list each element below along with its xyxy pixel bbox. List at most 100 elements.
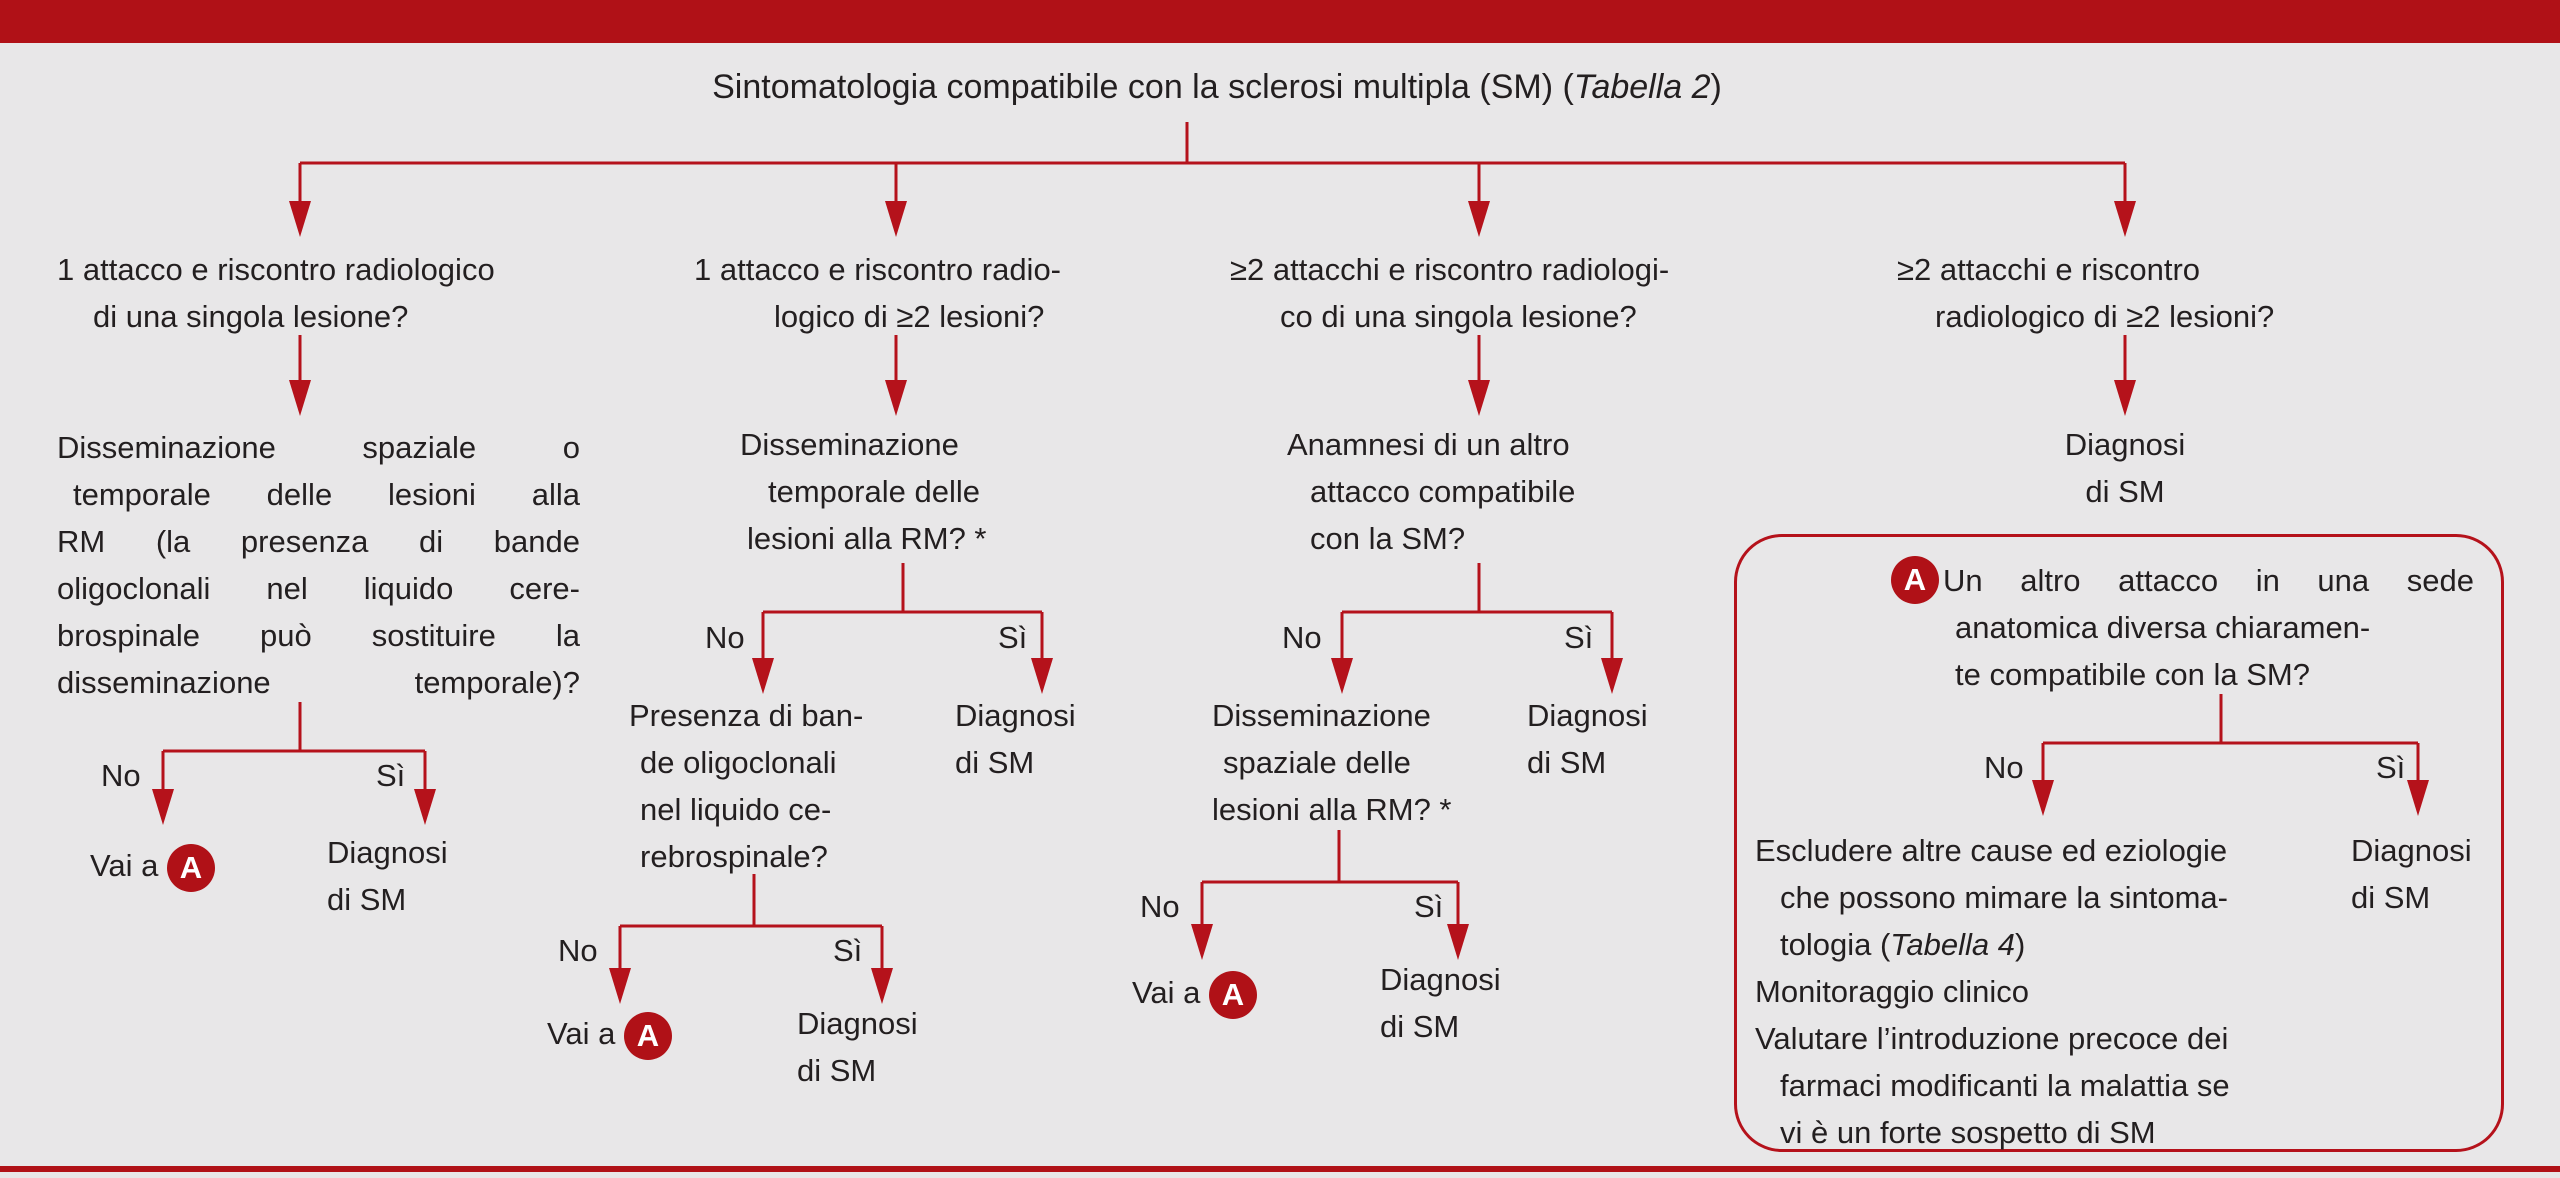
box-a-badge-icon: A bbox=[1891, 556, 1939, 604]
badge-a-icon: A bbox=[623, 1011, 672, 1060]
arrow-head-icon bbox=[1468, 380, 1490, 416]
arrow-head-icon bbox=[289, 380, 311, 416]
root-text: Sintomatologia compatibile con la sclero… bbox=[712, 68, 1574, 106]
arrow-head-icon bbox=[2114, 380, 2136, 416]
action-text: tologia ( bbox=[1780, 927, 1891, 962]
arrow-head-icon bbox=[1601, 658, 1623, 694]
node-line: Diagnosi bbox=[2351, 833, 2472, 868]
col2-no-label: No bbox=[705, 620, 745, 655]
node-line: di SM bbox=[1380, 1009, 1460, 1044]
node-line: temporale delle bbox=[768, 474, 980, 509]
col4-diagnosis: Diagnosi di SM bbox=[2025, 421, 2225, 515]
node-line: oligoclonali nel liquido cere- bbox=[57, 571, 580, 606]
node-line: di SM bbox=[797, 1053, 877, 1088]
node-line: Diagnosi bbox=[1380, 962, 1501, 997]
col3-question: Anamnesi di un altro attacco compatibile… bbox=[1287, 421, 1575, 562]
table-reference: Tabella 4 bbox=[1890, 927, 2015, 962]
col3-sub-no-label: No bbox=[1140, 889, 1180, 924]
root-node: Sintomatologia compatibile con la sclero… bbox=[0, 68, 2434, 107]
col3-sub-yes-label: Sì bbox=[1414, 889, 1444, 924]
arrow-head-icon bbox=[1191, 924, 1213, 960]
node-line: di SM bbox=[327, 882, 407, 917]
node-line: di SM bbox=[2085, 474, 2165, 509]
box-a-question: Un altro attacco in una sede bbox=[1943, 557, 2474, 604]
action-line: Monitoraggio clinico bbox=[1755, 974, 2029, 1009]
col1-question: Disseminazione spaziale o temporale dell… bbox=[57, 424, 580, 706]
node-line: Disseminazione bbox=[740, 427, 959, 462]
action-text: ) bbox=[2014, 927, 2026, 962]
node-line: Disseminazione spaziale o bbox=[57, 430, 580, 465]
col1-goto-a[interactable]: Vai a A bbox=[90, 842, 215, 892]
node-line: radiologico di ≥2 lesioni? bbox=[1935, 299, 2275, 334]
col3-diagnosis: Diagnosi di SM bbox=[1527, 692, 1648, 786]
box-a-actions: Escludere altre cause ed eziologie che p… bbox=[1755, 827, 2230, 1156]
node-line: RM (la presenza di bande bbox=[57, 524, 580, 559]
arrow-head-icon bbox=[289, 201, 311, 237]
node-line: Disseminazione bbox=[1212, 698, 1431, 733]
node-line: 1 attacco e riscontro radio- bbox=[694, 252, 1062, 287]
arrow-head-icon bbox=[871, 968, 893, 1004]
box-a-diagnosis: Diagnosi di SM bbox=[2351, 827, 2472, 921]
node-line: co di una singola lesione? bbox=[1280, 299, 1637, 334]
col2-sub-diagnosis: Diagnosi di SM bbox=[797, 1000, 918, 1094]
node-1-attack-multi-lesion: 1 attacco e riscontro radio- logico di ≥… bbox=[694, 246, 1061, 340]
arrow-head-icon bbox=[1331, 658, 1353, 694]
node-line: brospinale può sostituire la bbox=[57, 618, 580, 653]
node-line: lesioni alla RM? * bbox=[747, 521, 987, 556]
box-a-yes-label: Sì bbox=[2376, 750, 2406, 785]
node-line: Diagnosi bbox=[955, 698, 1076, 733]
col3-goto-a[interactable]: Vai a A bbox=[1132, 969, 1257, 1019]
node-line: anatomica diversa chiaramen- bbox=[1955, 610, 2371, 645]
node-line: Presenza di ban- bbox=[629, 698, 864, 733]
action-line: vi è un forte sospetto di SM bbox=[1780, 1115, 2156, 1150]
arrow-head-icon bbox=[609, 968, 631, 1004]
arrow-head-icon bbox=[1031, 658, 1053, 694]
col2-goto-a[interactable]: Vai a A bbox=[547, 1010, 672, 1060]
col3-no-label: No bbox=[1282, 620, 1322, 655]
arrow-head-icon bbox=[752, 658, 774, 694]
node-line: nel liquido ce- bbox=[640, 792, 832, 827]
node-line: de oligoclonali bbox=[640, 745, 837, 780]
node-line: logico di ≥2 lesioni? bbox=[774, 299, 1045, 334]
node-line: lesioni alla RM? * bbox=[1212, 792, 1452, 827]
node-line: spaziale delle bbox=[1223, 745, 1411, 780]
badge-a-icon: A bbox=[166, 843, 215, 892]
col1-no-label: No bbox=[101, 758, 141, 793]
goto-label: Vai a bbox=[90, 848, 159, 883]
footer-rule bbox=[0, 1166, 2560, 1172]
node-line: di SM bbox=[955, 745, 1035, 780]
action-line: che possono mimare la sintoma- bbox=[1780, 880, 2228, 915]
col3-sub-question: Disseminazione spaziale delle lesioni al… bbox=[1212, 692, 1452, 833]
node-line: Diagnosi bbox=[2064, 427, 2186, 462]
arrow-head-icon bbox=[152, 789, 174, 825]
arrow-head-icon bbox=[1447, 924, 1469, 960]
col2-sub-no-label: No bbox=[558, 933, 598, 968]
node-line: attacco compatibile bbox=[1310, 474, 1576, 509]
node-line: con la SM? bbox=[1310, 521, 1466, 556]
node-line: ≥2 attacchi e riscontro radiologi- bbox=[1230, 252, 1670, 287]
root-text-close: ) bbox=[1710, 68, 1722, 106]
goto-label: Vai a bbox=[1132, 975, 1201, 1010]
action-line: tologia (Tabella 4) bbox=[1780, 921, 2230, 968]
col2-question: Disseminazione temporale delle lesioni a… bbox=[740, 421, 987, 562]
action-line: Escludere altre cause ed eziologie bbox=[1755, 833, 2228, 868]
node-line: temporale delle lesioni alla bbox=[73, 477, 580, 512]
col1-yes-label: Sì bbox=[376, 758, 406, 793]
node-line: te compatibile con la SM? bbox=[1955, 657, 2310, 692]
box-a bbox=[1734, 534, 2504, 1152]
header-bar bbox=[0, 0, 2560, 43]
col2-sub-yes-label: Sì bbox=[833, 933, 863, 968]
action-line: Valutare l’introduzione precoce dei bbox=[1755, 1021, 2229, 1056]
node-line: 1 attacco e riscontro radiologico bbox=[57, 252, 495, 287]
arrow-head-icon bbox=[2407, 780, 2429, 816]
goto-label: Vai a bbox=[547, 1016, 616, 1051]
node-line: rebrospinale? bbox=[640, 839, 828, 874]
node-line: di una singola lesione? bbox=[93, 299, 409, 334]
arrow-head-icon bbox=[2032, 780, 2054, 816]
box-a-question-cont: anatomica diversa chiaramen- te compatib… bbox=[1955, 604, 2370, 698]
col3-yes-label: Sì bbox=[1564, 620, 1594, 655]
node-line: ≥2 attacchi e riscontro bbox=[1897, 252, 2201, 287]
col3-sub-diagnosis: Diagnosi di SM bbox=[1380, 956, 1501, 1050]
node-line: Diagnosi bbox=[327, 835, 448, 870]
